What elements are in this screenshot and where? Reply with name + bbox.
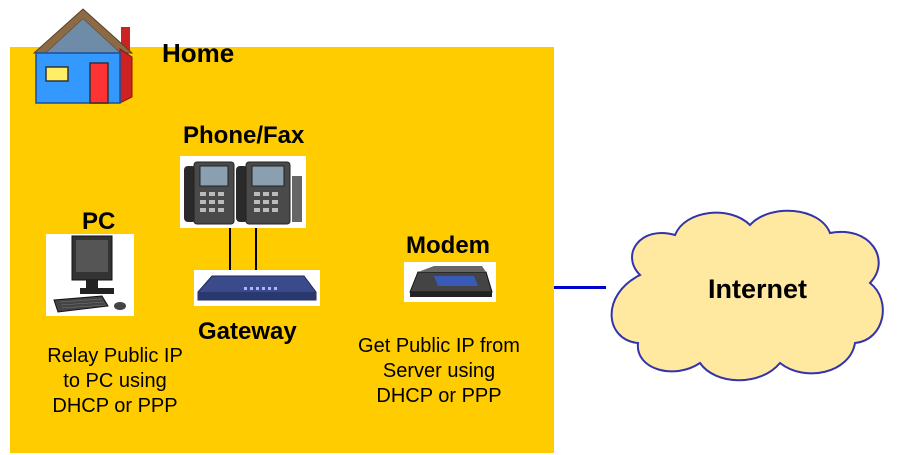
house-icon (28, 5, 138, 105)
gateway-description-line: to PC using (63, 370, 167, 392)
modem-label: Modem (406, 232, 490, 259)
gateway-description: Relay Public IP to PC using DHCP or PPP (30, 344, 200, 419)
phone-cable-2 (255, 228, 257, 272)
gateway-router-icon (194, 270, 320, 306)
internet-label: Internet (708, 274, 808, 304)
internet-connection-line (554, 286, 606, 289)
phone-fax-label: Phone/Fax (183, 122, 305, 149)
desk-phone-icon (180, 156, 306, 228)
gateway-label: Gateway (198, 318, 297, 345)
pc-icon (46, 234, 134, 316)
pc-label: PC (82, 208, 116, 235)
modem-description-line: DHCP or PPP (376, 385, 502, 407)
internet-cloud-icon (600, 195, 900, 395)
home-label: Home (162, 38, 235, 68)
modem-icon (404, 262, 496, 302)
modem-description: Get Public IP from Server using DHCP or … (332, 334, 546, 409)
modem-description-line: Server using (382, 360, 496, 382)
phone-cable-1 (229, 228, 231, 272)
gateway-description-line: Relay Public IP (47, 345, 183, 367)
modem-description-line: Get Public IP from (358, 335, 520, 357)
gateway-description-line: DHCP or PPP (52, 395, 178, 417)
